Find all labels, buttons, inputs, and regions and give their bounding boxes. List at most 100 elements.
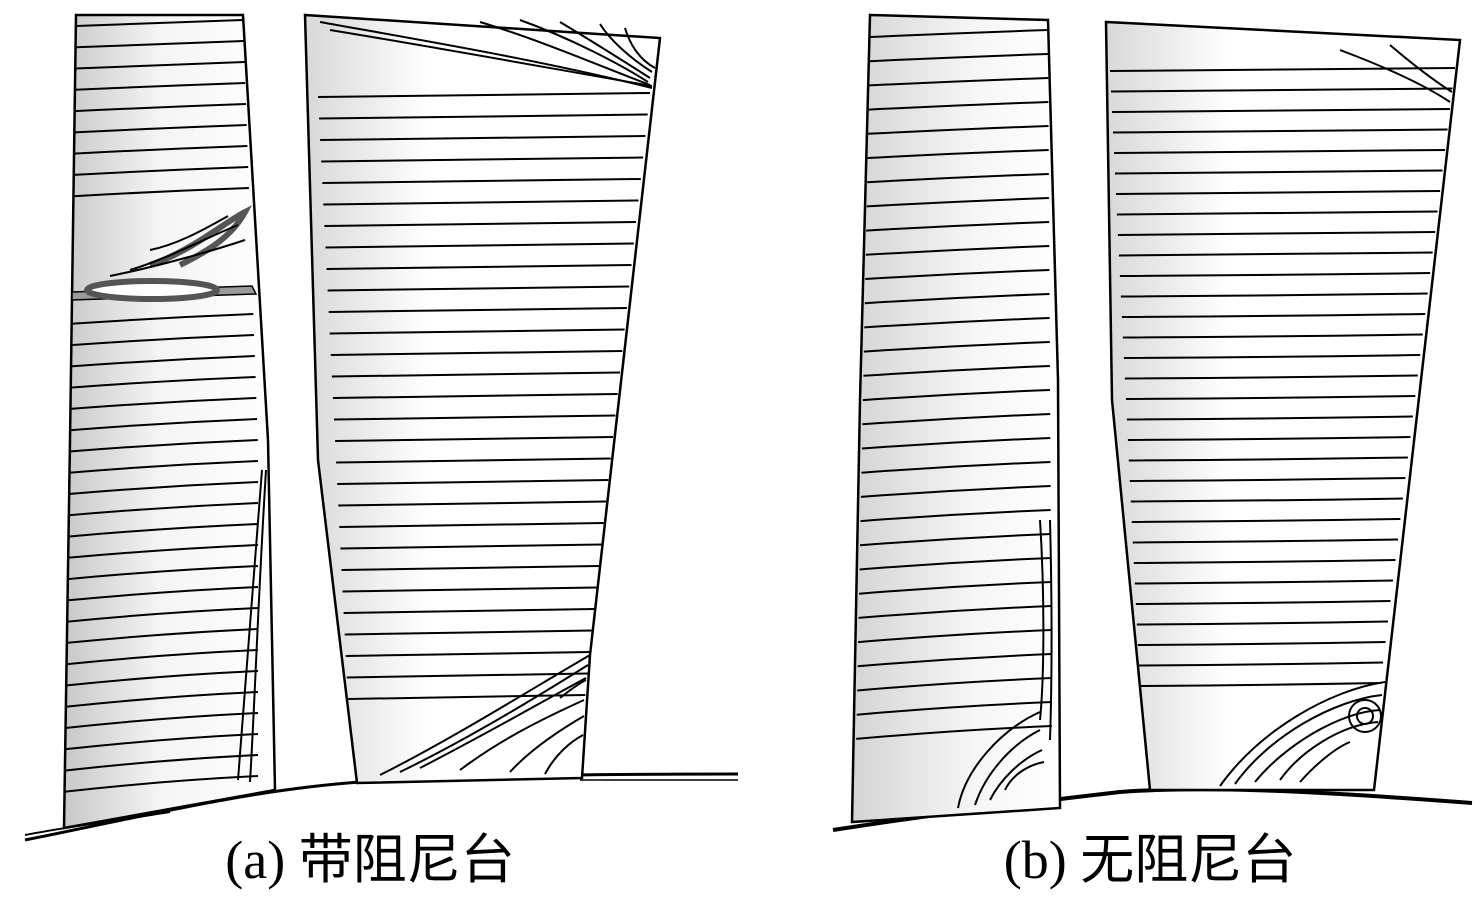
streamline [1123, 354, 1421, 359]
streamline [65, 670, 259, 687]
streamline [73, 145, 248, 155]
streamline [866, 221, 1050, 232]
streamline [345, 651, 590, 657]
streamlines-a-right [317, 92, 651, 700]
streamline [340, 543, 602, 550]
streamline [863, 365, 1050, 377]
streamline [1132, 538, 1399, 544]
streamline [1115, 190, 1441, 195]
streamline [69, 418, 258, 432]
streamline [1127, 436, 1411, 441]
streamline [325, 242, 634, 249]
streamline [64, 754, 259, 772]
streamline [326, 264, 632, 270]
streamline [868, 125, 1049, 135]
streamline [1138, 661, 1384, 667]
streamline [1109, 67, 1456, 72]
streamline [1129, 477, 1406, 482]
streamline [1114, 169, 1443, 175]
streamline [1135, 600, 1391, 605]
streamline [328, 307, 627, 313]
streamline [74, 103, 247, 113]
streamline [74, 82, 246, 91]
streamline [1118, 251, 1433, 257]
streamline [1121, 313, 1426, 318]
streamline [67, 565, 259, 581]
streamline [67, 544, 259, 559]
hub-vortex-b-left [957, 519, 1053, 809]
streamline [857, 677, 1052, 692]
streamline [1128, 456, 1408, 462]
blade-b-right [1104, 20, 1462, 792]
caption-panel-b: (b) 无阻尼台 [1003, 830, 1297, 890]
streamline [861, 437, 1051, 450]
streamline [75, 40, 244, 49]
streamline [866, 197, 1049, 208]
streamline [69, 460, 259, 474]
streamline [869, 77, 1049, 87]
streamline [70, 376, 256, 389]
streamline [74, 124, 247, 134]
streamline [1113, 149, 1446, 154]
streamline [864, 317, 1050, 329]
streamline [856, 701, 1052, 716]
streamline [1120, 292, 1428, 298]
streamline [68, 481, 259, 495]
streamline [1124, 374, 1418, 380]
streamline [865, 245, 1050, 256]
streamline [68, 523, 259, 538]
streamline [321, 156, 644, 163]
tip-vortex-b [1339, 44, 1453, 103]
streamline [867, 173, 1049, 184]
blade-a-left [62, 13, 277, 830]
streamline [337, 479, 609, 485]
streamline [856, 725, 1052, 740]
streamline [323, 199, 639, 206]
streamline [865, 269, 1050, 280]
streamline [1131, 518, 1401, 523]
streamline [67, 586, 259, 602]
streamline [335, 436, 614, 442]
streamline [859, 533, 1051, 547]
streamline [863, 341, 1050, 353]
streamline [66, 628, 259, 644]
streamline [71, 313, 254, 325]
streamline [857, 653, 1052, 668]
streamline [75, 61, 245, 70]
streamlines-a-left [64, 19, 259, 793]
streamline [327, 285, 630, 292]
streamline [65, 691, 259, 708]
streamline [859, 557, 1052, 571]
streamline [329, 328, 625, 335]
streamline [869, 29, 1049, 38]
streamline [66, 607, 259, 623]
streamline [73, 166, 249, 176]
streamline [71, 334, 255, 347]
damper-platform [71, 205, 258, 302]
streamline [860, 509, 1051, 523]
caption-panel-a: (a) 带阻尼台 [225, 830, 515, 890]
panel-b-without-damper [832, 13, 1473, 832]
streamline [1112, 128, 1448, 134]
streamline [1116, 210, 1438, 216]
streamline [1119, 272, 1431, 277]
streamline [73, 187, 249, 198]
hub-vortex-a [379, 654, 591, 776]
streamline [69, 439, 258, 453]
streamline [1117, 231, 1436, 236]
streamline [319, 113, 648, 120]
streamline [330, 350, 623, 356]
streamline [1126, 415, 1413, 421]
streamline [864, 293, 1050, 305]
streamline [336, 457, 611, 464]
streamline [859, 581, 1052, 595]
streamline [317, 92, 651, 98]
streamline [858, 629, 1052, 644]
streamline [75, 19, 244, 27]
hub-vortex-b-right [1219, 681, 1386, 787]
blade-b-left [850, 13, 1062, 824]
tip-vortex-a [319, 19, 656, 89]
streamlines-b-right [1109, 67, 1456, 687]
streamline [65, 712, 259, 729]
